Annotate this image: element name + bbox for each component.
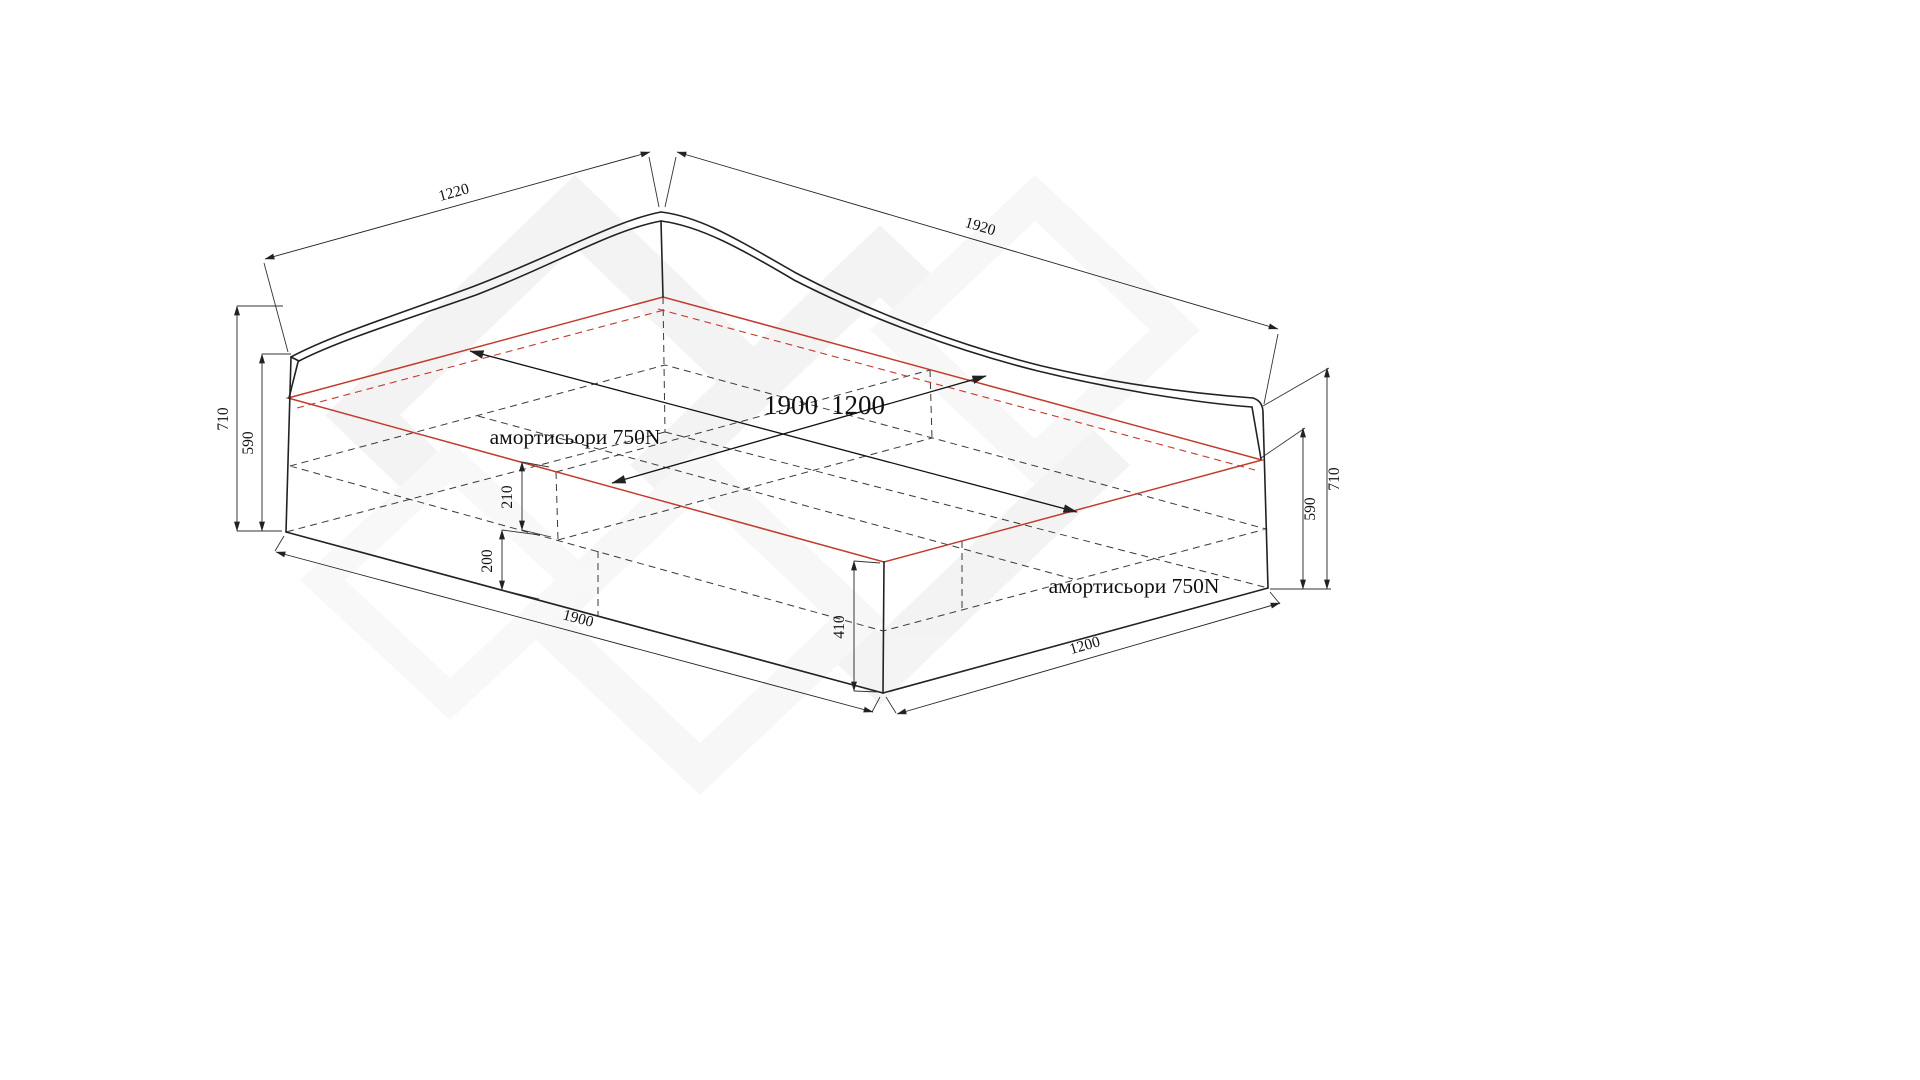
dimensions: 1220 1920 710 590 710 59	[215, 151, 1343, 715]
dim-label-base-width: 1200	[1068, 633, 1103, 658]
dim-label-right-total-height: 710	[1326, 467, 1343, 491]
dim-label-front-corner-height: 410	[831, 615, 848, 639]
inner-length-label: 1900	[764, 390, 818, 420]
dim-left-total-height: 710	[215, 305, 283, 532]
left-outer-vertical	[285, 356, 292, 533]
dim-label-inner-upper-height: 210	[499, 485, 516, 509]
extension-line	[885, 696, 897, 714]
dim-right-total-height: 710	[1262, 367, 1343, 590]
dim-right-frame-height: 590	[1260, 427, 1319, 590]
gas-lift-note-right: амортисьори 750N	[1049, 574, 1220, 598]
dim-inner-width-arrow: 1200	[611, 375, 987, 484]
corner-inner-vertical	[660, 220, 664, 298]
extension-line	[501, 529, 541, 536]
extension-line	[1269, 591, 1281, 605]
extension-line	[664, 156, 677, 208]
right-end-cap	[1252, 397, 1264, 414]
dimension-line	[896, 602, 1281, 715]
dimension-line	[676, 151, 1279, 330]
extension-line	[263, 262, 289, 353]
dimension-line	[264, 151, 651, 260]
platform-hidden-left	[296, 308, 669, 409]
annotations: амортисьори 750N амортисьори 750N	[490, 425, 1220, 598]
dim-label-left-frame-height: 590	[240, 431, 257, 455]
extension-line	[521, 529, 552, 538]
dim-label-right-frame-height: 590	[1302, 497, 1319, 521]
extension-line	[648, 156, 660, 208]
hidden-floor-edge-right	[664, 431, 1269, 589]
dim-label-left-total-height: 710	[215, 407, 232, 431]
right-outer-vertical	[1262, 412, 1269, 589]
extension-line	[274, 535, 285, 552]
extension-line	[1263, 333, 1279, 405]
gas-lift-note-left: амортисьори 750N	[490, 425, 661, 449]
watermark	[300, 175, 1200, 795]
dimension-line	[275, 551, 874, 713]
dim-label-inner-lower-height: 200	[479, 549, 496, 573]
dim-label-headboard-width: 1220	[437, 180, 472, 205]
front-corner-vertical	[882, 561, 885, 694]
left-inner-edge	[288, 361, 299, 399]
inner-width-arrow	[611, 375, 987, 484]
extension-line	[1260, 427, 1306, 459]
inner-width-label: 1200	[831, 390, 885, 420]
extension-line	[1262, 367, 1330, 407]
right-inner-edge	[1251, 406, 1262, 460]
dim-left-frame-height: 590	[240, 353, 291, 532]
headboard-left-cap	[290, 356, 300, 362]
